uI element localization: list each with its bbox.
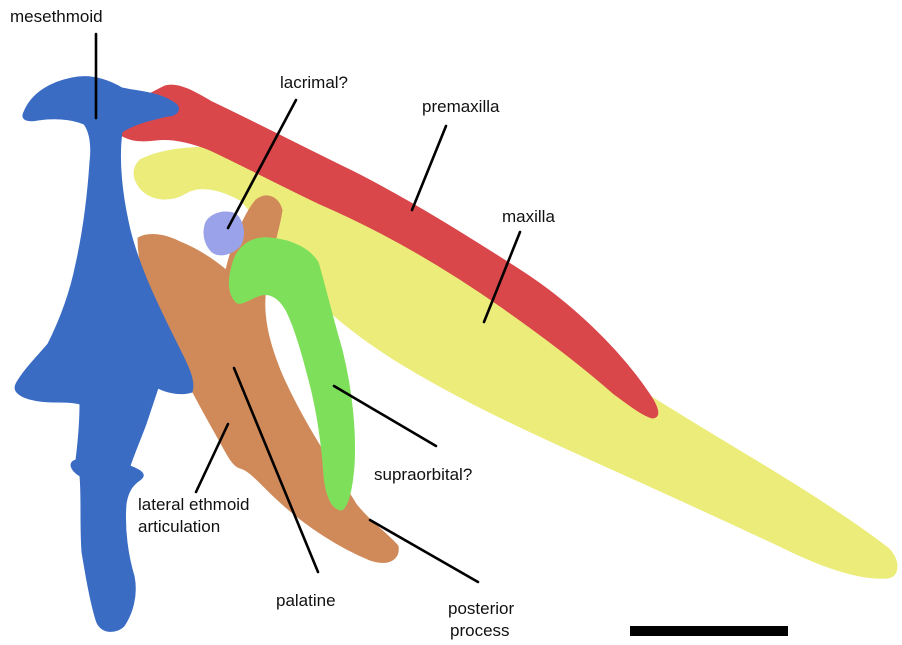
label-palatine: palatine [276, 591, 336, 610]
premaxilla-leader-line [412, 126, 446, 210]
scale-bar [630, 626, 788, 636]
label-lacrimal: lacrimal? [280, 73, 348, 92]
label-posterior-line2: process [450, 621, 510, 640]
lateral-ethmoid-leader-line [196, 424, 228, 492]
label-mesethmoid: mesethmoid [10, 7, 103, 26]
label-premaxilla: premaxilla [422, 97, 500, 116]
lacrimal-bone [204, 212, 243, 255]
label-posterior-line1: posterior [448, 599, 514, 618]
label-lateral-ethmoid-line1: lateral ethmoid [138, 495, 250, 514]
label-maxilla: maxilla [502, 207, 555, 226]
label-lateral-ethmoid-line2: articulation [138, 517, 220, 536]
label-supraorbital: supraorbital? [374, 465, 472, 484]
